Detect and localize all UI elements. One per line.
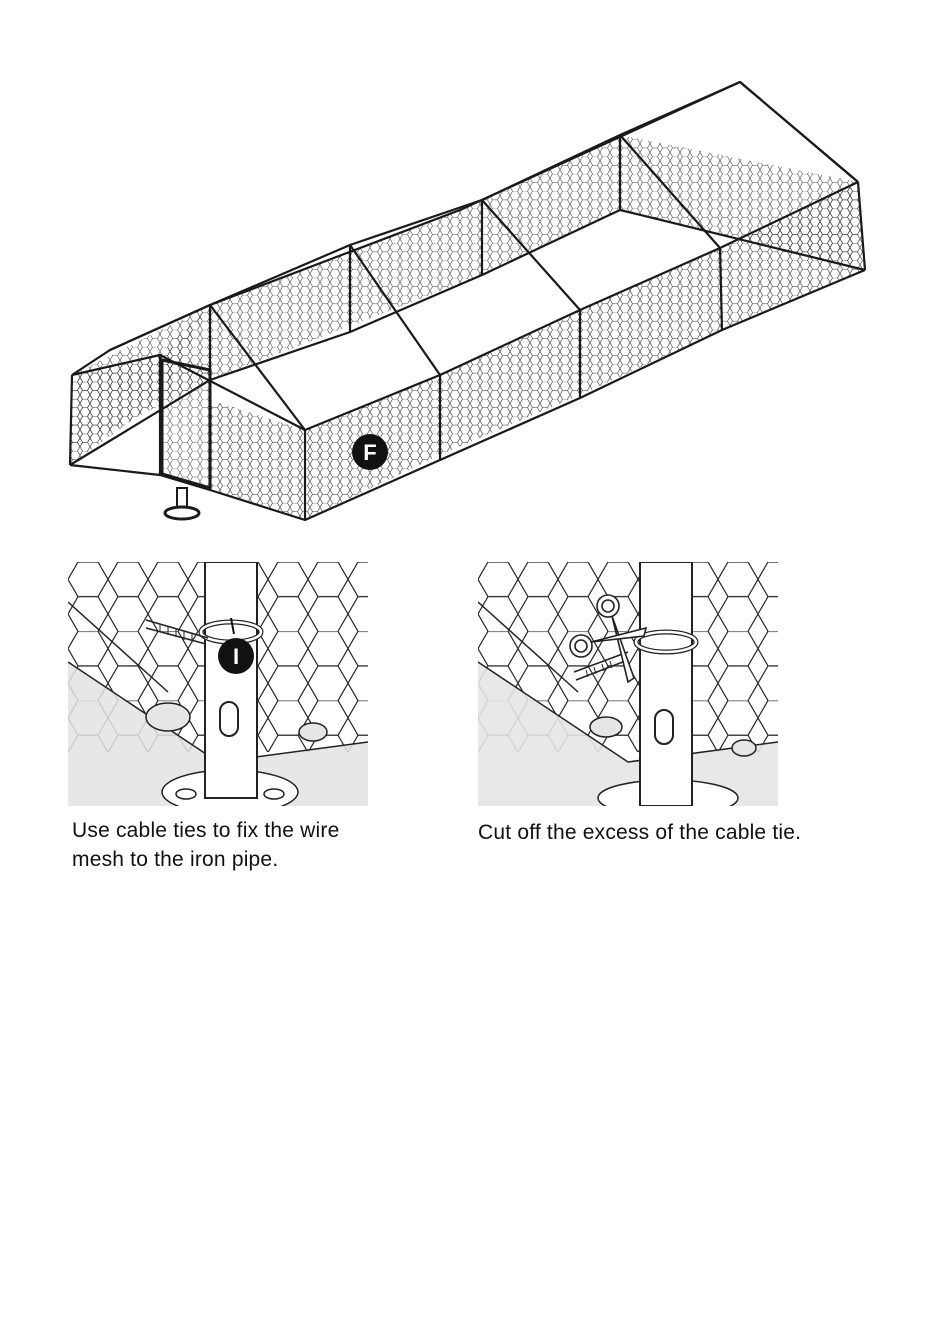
ground-anchor-foot	[165, 488, 199, 519]
cage-mesh-panels	[70, 135, 865, 520]
step2-cut-cable-tie-illustration	[478, 562, 778, 806]
step1-caption: Use cable ties to fix the wire mesh to t…	[72, 816, 392, 874]
iron-pipe	[205, 562, 257, 798]
part-label-f-badge: F	[352, 434, 388, 470]
step2-caption: Cut off the excess of the cable tie.	[478, 818, 898, 847]
cage-assembly-illustration: F	[50, 70, 880, 530]
part-label-f: F	[363, 440, 376, 465]
iron-pipe	[640, 562, 692, 806]
part-label-i: I	[233, 644, 239, 669]
step1-cable-tie-illustration: I	[68, 562, 368, 806]
